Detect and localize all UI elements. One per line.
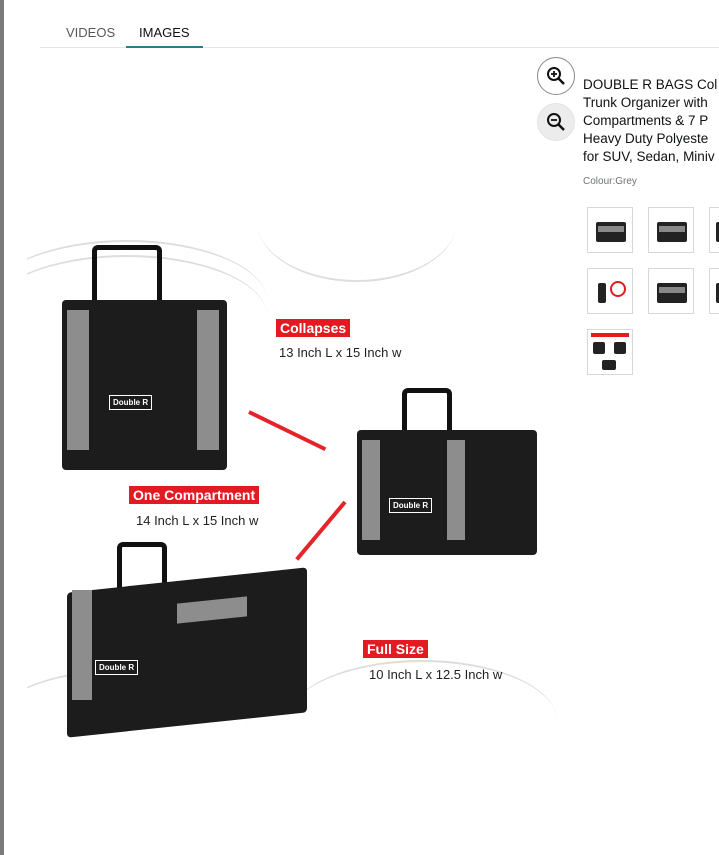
label-one-compartment: One Compartment bbox=[129, 486, 260, 504]
arrow-icon bbox=[248, 410, 327, 452]
label-collapses: Collapses bbox=[276, 319, 351, 337]
zoom-out-icon bbox=[547, 113, 565, 131]
bag-side bbox=[72, 590, 92, 700]
bag-side bbox=[197, 310, 219, 450]
window-edge bbox=[0, 0, 4, 855]
bag-side bbox=[67, 310, 89, 450]
zoom-out-button[interactable] bbox=[537, 103, 575, 141]
title-line: Heavy Duty Polyeste bbox=[583, 131, 709, 146]
media-tabs: VIDEOS IMAGES bbox=[40, 18, 719, 48]
title-line: Compartments & 7 P bbox=[583, 113, 709, 128]
bag-side bbox=[447, 440, 465, 540]
dims-one-compartment: 14 Inch L x 15 Inch w bbox=[136, 513, 259, 528]
bag-side bbox=[362, 440, 380, 540]
title-line: DOUBLE R BAGS Col bbox=[583, 77, 718, 92]
decorative-wave bbox=[27, 255, 267, 377]
decorative-wave bbox=[257, 230, 457, 282]
thumbnail[interactable] bbox=[587, 207, 633, 253]
brand-logo: Double R bbox=[95, 660, 139, 675]
dims-collapses: 13 Inch L x 15 Inch w bbox=[279, 345, 402, 360]
arrow-icon bbox=[295, 500, 347, 561]
title-line: for SUV, Sedan, Miniv bbox=[583, 149, 715, 164]
brand-logo: Double R bbox=[389, 498, 433, 513]
zoom-in-button[interactable] bbox=[537, 57, 575, 95]
zoom-in-icon bbox=[547, 67, 565, 85]
thumbnail[interactable] bbox=[587, 329, 633, 375]
bag-full-size bbox=[67, 567, 307, 738]
decorative-wave bbox=[27, 240, 267, 362]
label-full-size: Full Size bbox=[363, 640, 428, 658]
tab-videos[interactable]: VIDEOS bbox=[66, 25, 116, 40]
product-title: DOUBLE R BAGS Col Trunk Organizer with C… bbox=[583, 76, 717, 166]
thumbnail[interactable] bbox=[709, 268, 719, 314]
thumbnail[interactable] bbox=[709, 207, 719, 253]
bag-handle bbox=[402, 388, 452, 443]
brand-logo: Double R bbox=[109, 395, 153, 410]
tab-images[interactable]: IMAGES bbox=[126, 25, 203, 48]
decorative-wave bbox=[287, 660, 557, 755]
colour-label: Colour:Grey bbox=[583, 176, 637, 187]
thumbnail[interactable] bbox=[648, 207, 694, 253]
product-main-image[interactable]: Double R Double R Double R Collapses 13 … bbox=[27, 230, 570, 755]
title-line: Trunk Organizer with bbox=[583, 95, 708, 110]
thumbnail[interactable] bbox=[587, 268, 633, 314]
thumbnail[interactable] bbox=[648, 268, 694, 314]
dims-full-size: 10 Inch L x 12.5 Inch w bbox=[369, 667, 503, 682]
bag-handle bbox=[117, 542, 167, 607]
bag-handle bbox=[92, 245, 162, 320]
